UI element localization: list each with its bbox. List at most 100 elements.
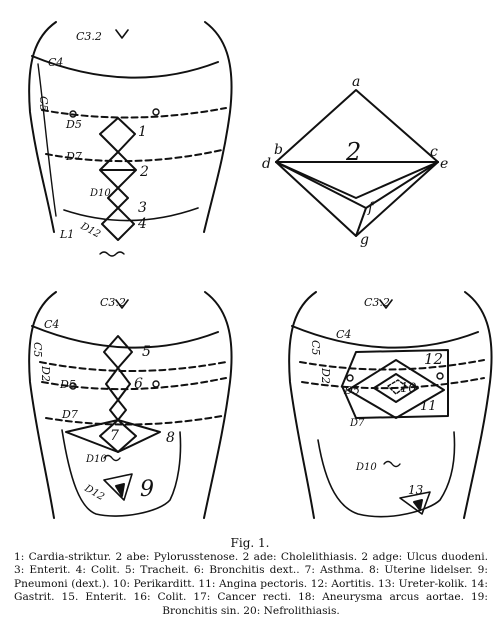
- label-d2: D2: [319, 367, 332, 384]
- point-d5-right: [436, 372, 444, 380]
- labels-diamond: a b d c e f g 2: [262, 74, 448, 248]
- area-13: [399, 491, 431, 515]
- dermatome-d2-line: [39, 361, 227, 372]
- torso-bottom-left: [28, 291, 233, 519]
- area-9-fill: [115, 483, 125, 497]
- figure-caption-text: 1: Cardia-striktur. 2 abe: Pylorusstenos…: [14, 551, 488, 617]
- label-d12: D12: [78, 220, 102, 240]
- area-7: [99, 419, 137, 453]
- label-d12: D12: [82, 483, 106, 503]
- vertex-f: f: [367, 200, 376, 216]
- label-c5: C5: [31, 342, 44, 357]
- area-6: [105, 367, 131, 401]
- torso-outline: [288, 291, 493, 519]
- neck-mark: [115, 299, 129, 309]
- area-10-inner: [387, 379, 407, 395]
- label-c4: C4: [44, 318, 59, 331]
- torso-outline: [28, 291, 233, 519]
- vertex-e: e: [440, 156, 448, 172]
- number-8: 8: [166, 430, 175, 446]
- area-10: [373, 373, 419, 403]
- number-9: 9: [140, 477, 154, 502]
- dermatome-d7-line: [45, 149, 223, 163]
- area-13-fill: [413, 499, 423, 511]
- torso-top-left: [28, 21, 233, 257]
- point-d5-left: [346, 374, 354, 382]
- label-c5: C5: [37, 96, 50, 111]
- clavicle-line: [291, 325, 479, 349]
- area-1: [99, 117, 136, 153]
- point-d5-left: [69, 110, 77, 118]
- figure-caption-title: Fig. 1.: [230, 536, 270, 550]
- number-7: 7: [110, 428, 119, 444]
- label-l1: L1: [59, 228, 74, 241]
- dermatome-d5-line: [41, 377, 227, 391]
- label-d5: D5: [343, 384, 360, 397]
- area-9: [103, 473, 133, 501]
- number-5: 5: [142, 344, 151, 360]
- vertex-d: d: [262, 156, 271, 172]
- label-d7: D7: [61, 408, 78, 421]
- navel: [99, 251, 125, 257]
- line-f-g: [355, 207, 367, 237]
- number-12: 12: [424, 350, 443, 368]
- clavicle-line: [31, 55, 219, 79]
- label-d2: D2: [39, 365, 52, 382]
- diamond-diagram: [275, 89, 439, 237]
- navel: [383, 460, 401, 468]
- number-1: 1: [138, 124, 147, 140]
- labels-bottom-left: C3.2 C4 C5 D2 D5 D7 D10 D12 5 6 7 8 9: [31, 296, 175, 503]
- number-2: 2: [139, 164, 149, 180]
- vertex-c: c: [430, 144, 438, 160]
- area-8: [65, 419, 161, 453]
- label-c4: C4: [336, 328, 351, 341]
- area-12: [341, 349, 449, 419]
- number-10: 10: [400, 381, 417, 396]
- number-4: 4: [137, 216, 147, 232]
- point-d5-right: [152, 108, 160, 116]
- vertex-b: b: [274, 142, 283, 158]
- labels-top-left: C3.2 C4 C5 D5 D7 D10 D12 L1 1 2 3 4: [37, 30, 149, 241]
- abdomen-curve: [61, 429, 182, 517]
- label-d10: D10: [85, 454, 107, 465]
- area-2: [99, 151, 137, 189]
- label-c32: C3.2: [364, 296, 390, 309]
- label-d10: D10: [89, 188, 111, 199]
- label-c32: C3.2: [100, 296, 126, 309]
- dermatome-d2-line: [299, 359, 485, 371]
- neck-mark: [115, 29, 129, 39]
- vertex-a: a: [352, 74, 360, 90]
- navel: [103, 454, 121, 462]
- label-c5: C5: [309, 340, 322, 355]
- spine-curve: [37, 63, 57, 217]
- number-6: 6: [134, 376, 143, 392]
- area-11: [347, 359, 445, 419]
- label-d7: D7: [349, 418, 365, 429]
- area-4: [101, 207, 135, 241]
- diagram-number-2: 2: [345, 138, 361, 166]
- hip-curve: [63, 207, 199, 222]
- dermatome-d5-line: [41, 107, 227, 119]
- area-5: [103, 335, 133, 369]
- label-c4: C4: [48, 56, 63, 69]
- number-3: 3: [138, 200, 147, 216]
- abdomen-curve: [317, 431, 456, 518]
- point-d5-right: [152, 380, 160, 388]
- label-d7: D7: [65, 150, 82, 163]
- number-13: 13: [408, 483, 424, 497]
- label-d10: D10: [355, 462, 377, 473]
- label-c32: C3.2: [76, 30, 102, 43]
- torso-outline: [28, 21, 233, 233]
- line-d-e-inner: [275, 161, 439, 199]
- labels-bottom-right: C3.2 C4 C5 D2 D5 D7 D10 10 11 12 13: [309, 296, 443, 497]
- number-11: 11: [420, 399, 437, 414]
- area-7-small: [109, 399, 127, 421]
- area-3: [107, 187, 129, 209]
- label-d5: D5: [65, 118, 82, 131]
- point-d5-left: [69, 382, 77, 390]
- torso-bottom-right: [288, 291, 493, 519]
- label-d5: D5: [59, 378, 76, 391]
- dermatome-d5-line: [301, 377, 485, 390]
- anatomical-figure: C3.2 C4 C5 D5 D7 D10 D12 L1 1 2 3 4 a b …: [28, 21, 493, 519]
- neck-mark: [379, 299, 393, 309]
